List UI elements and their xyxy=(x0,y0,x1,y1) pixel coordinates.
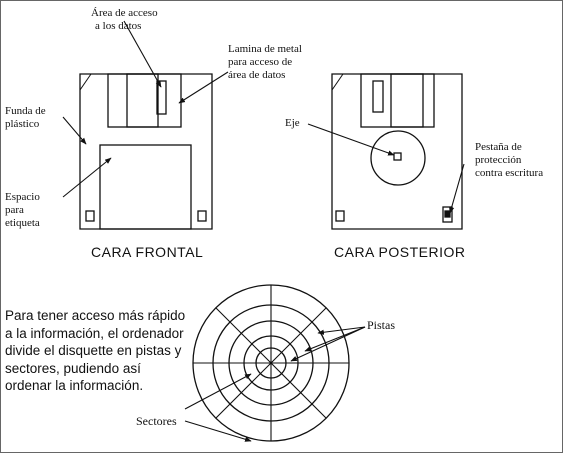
pointer-sector-2 xyxy=(184,420,252,442)
front-jacket-corner xyxy=(79,73,92,91)
label-access-area-line-2: a los datos xyxy=(95,20,142,32)
label-plastic-jacket-line-1: Funda de xyxy=(5,105,46,117)
front-label-area xyxy=(99,144,192,230)
back-hub-ring xyxy=(370,130,426,186)
front-hole-right xyxy=(197,210,207,222)
label-write-protect-tab: Pestaña de protección contra escritura xyxy=(475,141,543,180)
disk-explanation-line-3: divide el disquette en pistas y xyxy=(5,343,182,358)
disk-explanation-line-4: sectores, pudiendo así xyxy=(5,360,141,376)
back-jacket-corner xyxy=(331,73,344,91)
disk-explanation: Para tener acceso más rápido a la inform… xyxy=(5,307,185,395)
front-access-window xyxy=(156,80,167,115)
label-access-area-line-1: Área de acceso xyxy=(91,7,158,19)
sector-line-d2 xyxy=(215,307,327,419)
label-label-space-line-3: etiqueta xyxy=(5,217,40,229)
front-shutter-divider xyxy=(126,73,159,128)
sector-lines xyxy=(193,285,349,441)
pointer-track-1 xyxy=(317,326,366,335)
front-metal-shutter xyxy=(107,73,182,128)
label-label-space-line-1: Espacio xyxy=(5,191,40,203)
pointer-axis xyxy=(307,123,395,156)
back-access-window xyxy=(372,80,384,113)
back-write-protect-tab xyxy=(442,206,453,223)
front-floppy xyxy=(79,73,213,230)
label-axis: Eje xyxy=(285,117,300,129)
back-hole-left xyxy=(335,210,345,222)
label-sectors: Sectores xyxy=(136,414,177,428)
back-floppy xyxy=(331,73,463,230)
label-access-area: Área de acceso a los datos xyxy=(91,7,158,33)
label-label-space-line-2: para xyxy=(5,204,24,216)
disk-pointers xyxy=(184,326,366,442)
front-pointers xyxy=(62,20,229,198)
disk-explanation-line-5: ordenar la información. xyxy=(5,378,144,393)
label-metal-shutter-line-2: para acceso de xyxy=(228,56,293,68)
back-write-protect-notch xyxy=(444,210,451,218)
label-metal-shutter-line-3: área de datos xyxy=(228,69,286,81)
pointer-label-space xyxy=(62,157,112,198)
caption-back: CARA POSTERIOR xyxy=(334,244,466,260)
caption-front: CARA FRONTAL xyxy=(91,244,204,260)
label-plastic-jacket-line-2: plástico xyxy=(5,118,40,130)
pointer-metal-shutter xyxy=(178,71,229,104)
label-tracks: Pistas xyxy=(367,318,396,332)
label-metal-shutter: Lamina de metal para acceso de área de d… xyxy=(228,43,302,82)
back-jacket-outline xyxy=(331,73,463,230)
label-plastic-jacket: Funda de plástico xyxy=(5,105,46,131)
pointer-jacket xyxy=(62,116,87,145)
label-write-protect-tab-line-1: Pestaña de xyxy=(475,141,522,153)
disk-explanation-line-2: a la información, el ordenador xyxy=(5,325,184,341)
back-spindle xyxy=(393,152,402,161)
disk-surface xyxy=(192,284,350,442)
label-metal-shutter-line-1: Lamina de metal xyxy=(228,43,302,55)
label-write-protect-tab-line-3: contra escritura xyxy=(475,167,544,179)
pointer-access-area xyxy=(123,20,162,88)
pointer-write-tab xyxy=(449,163,465,214)
pointer-sector-1 xyxy=(184,373,252,410)
label-label-space: Espacio para etiqueta xyxy=(5,191,40,230)
pointer-track-3 xyxy=(290,326,366,362)
back-shutter-divider xyxy=(390,73,424,128)
label-write-protect-tab-line-2: protección xyxy=(475,154,522,166)
front-hole-left xyxy=(85,210,95,222)
disk-explanation-line-1: Para tener acceso más rápido xyxy=(5,308,186,323)
back-pointers xyxy=(307,123,465,214)
